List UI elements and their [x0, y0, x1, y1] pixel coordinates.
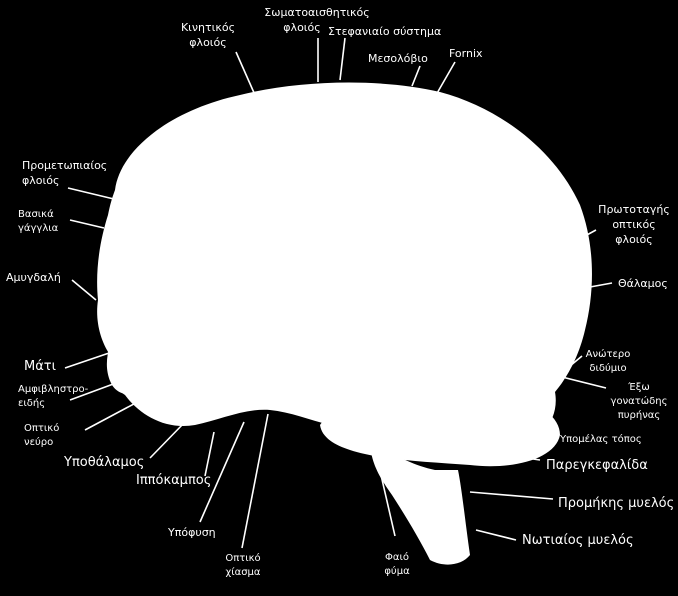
leader-geniculate [558, 376, 606, 388]
label-lateral-geniculate: Έξω γονατώδης πυρήνας [604, 381, 674, 423]
label-pituitary: Υπόφυση [168, 525, 216, 540]
label-vestibular-system: Στεφανιαίο σύστημα [328, 24, 441, 39]
label-somatosensory-l1: Σωματοαισθητικός [252, 5, 382, 20]
label-parietal-lobe: Μεσολόβιο [368, 51, 428, 66]
label-geniculate-l2: γονατώδης [604, 395, 674, 409]
leader-parietal [412, 66, 420, 86]
label-primary-visual-cortex: Πρωτοταγής οπτικός φλοιός [594, 202, 674, 247]
brain-silhouette [97, 83, 592, 565]
label-retina: Αμφιβληστρο- ειδής [18, 383, 88, 411]
label-basal-l2: γάγγλια [18, 222, 58, 236]
leader-spinal [476, 530, 516, 540]
leader-motor [236, 52, 255, 95]
label-optic-chiasm-l1: Οπτικό [218, 552, 268, 566]
label-pineal-l1: Φαιό [380, 551, 414, 565]
leader-hippocampus [205, 432, 214, 476]
label-optic-nerve: Οπτικό νεύρο [24, 422, 59, 450]
label-hypothalamus: Υποθάλαμος [64, 455, 144, 471]
label-cerebellum: Παρεγκεφαλίδα [546, 458, 648, 474]
label-retina-l2: ειδής [18, 397, 88, 411]
leader-optic-nerve [85, 398, 145, 430]
leader-fornix [436, 62, 455, 95]
label-premotor-l2: φλοιός [22, 173, 107, 188]
leader-vestibular [340, 38, 345, 80]
label-motor-cortex-l2: φλοιός [168, 35, 248, 50]
label-basal-l1: Βασικά [18, 208, 58, 222]
leader-premotor [68, 188, 118, 200]
label-optic-nerve-l1: Οπτικό [24, 422, 59, 436]
label-eye: Μάτι [24, 359, 56, 375]
label-optic-chiasm: Οπτικό χίασμα [218, 552, 268, 580]
label-basal-ganglia: Βασικά γάγγλια [18, 208, 58, 236]
label-retina-l1: Αμφιβληστρο- [18, 383, 88, 397]
label-amygdala: Αμυγδαλή [6, 270, 61, 285]
leader-hypothalamus [150, 422, 185, 458]
leader-eye [65, 352, 112, 368]
leader-basal [70, 220, 104, 228]
label-optic-nerve-l2: νεύρο [24, 436, 59, 450]
label-visual-l1: Πρωτοταγής [594, 202, 674, 217]
leader-amygdala [72, 280, 96, 300]
label-colliculus-l2: διδύμιο [578, 362, 638, 376]
leader-medulla [470, 492, 553, 499]
label-optic-chiasm-l2: χίασμα [218, 566, 268, 580]
label-visual-l3: φλοιός [594, 232, 674, 247]
label-spinal-cord: Νωτιαίος μυελός [522, 533, 634, 549]
label-geniculate-l1: Έξω [604, 381, 674, 395]
label-fornix: Fornix [449, 46, 483, 61]
label-superior-colliculus: Ανώτερο διδύμιο [578, 348, 638, 376]
label-hippocampus: Ιππόκαμπος [136, 473, 211, 489]
label-visual-l2: οπτικός [594, 217, 674, 232]
leader-optic-chiasm [242, 414, 268, 548]
label-geniculate-l3: πυρήνας [604, 409, 674, 423]
label-pineal-l2: φύμα [380, 565, 414, 579]
label-colliculus-l1: Ανώτερο [578, 348, 638, 362]
label-pineal: Φαιό φύμα [380, 551, 414, 579]
label-premotor-cortex: Προμετωπιαίος φλοιός [22, 158, 107, 188]
label-premotor-l1: Προμετωπιαίος [22, 158, 107, 173]
label-thalamus: Θάλαμος [618, 276, 668, 291]
label-subthalamic: Υπομέλας τόπος [560, 432, 642, 447]
label-medulla: Προμήκης μυελός [558, 496, 674, 512]
leader-thalamus [590, 283, 612, 287]
